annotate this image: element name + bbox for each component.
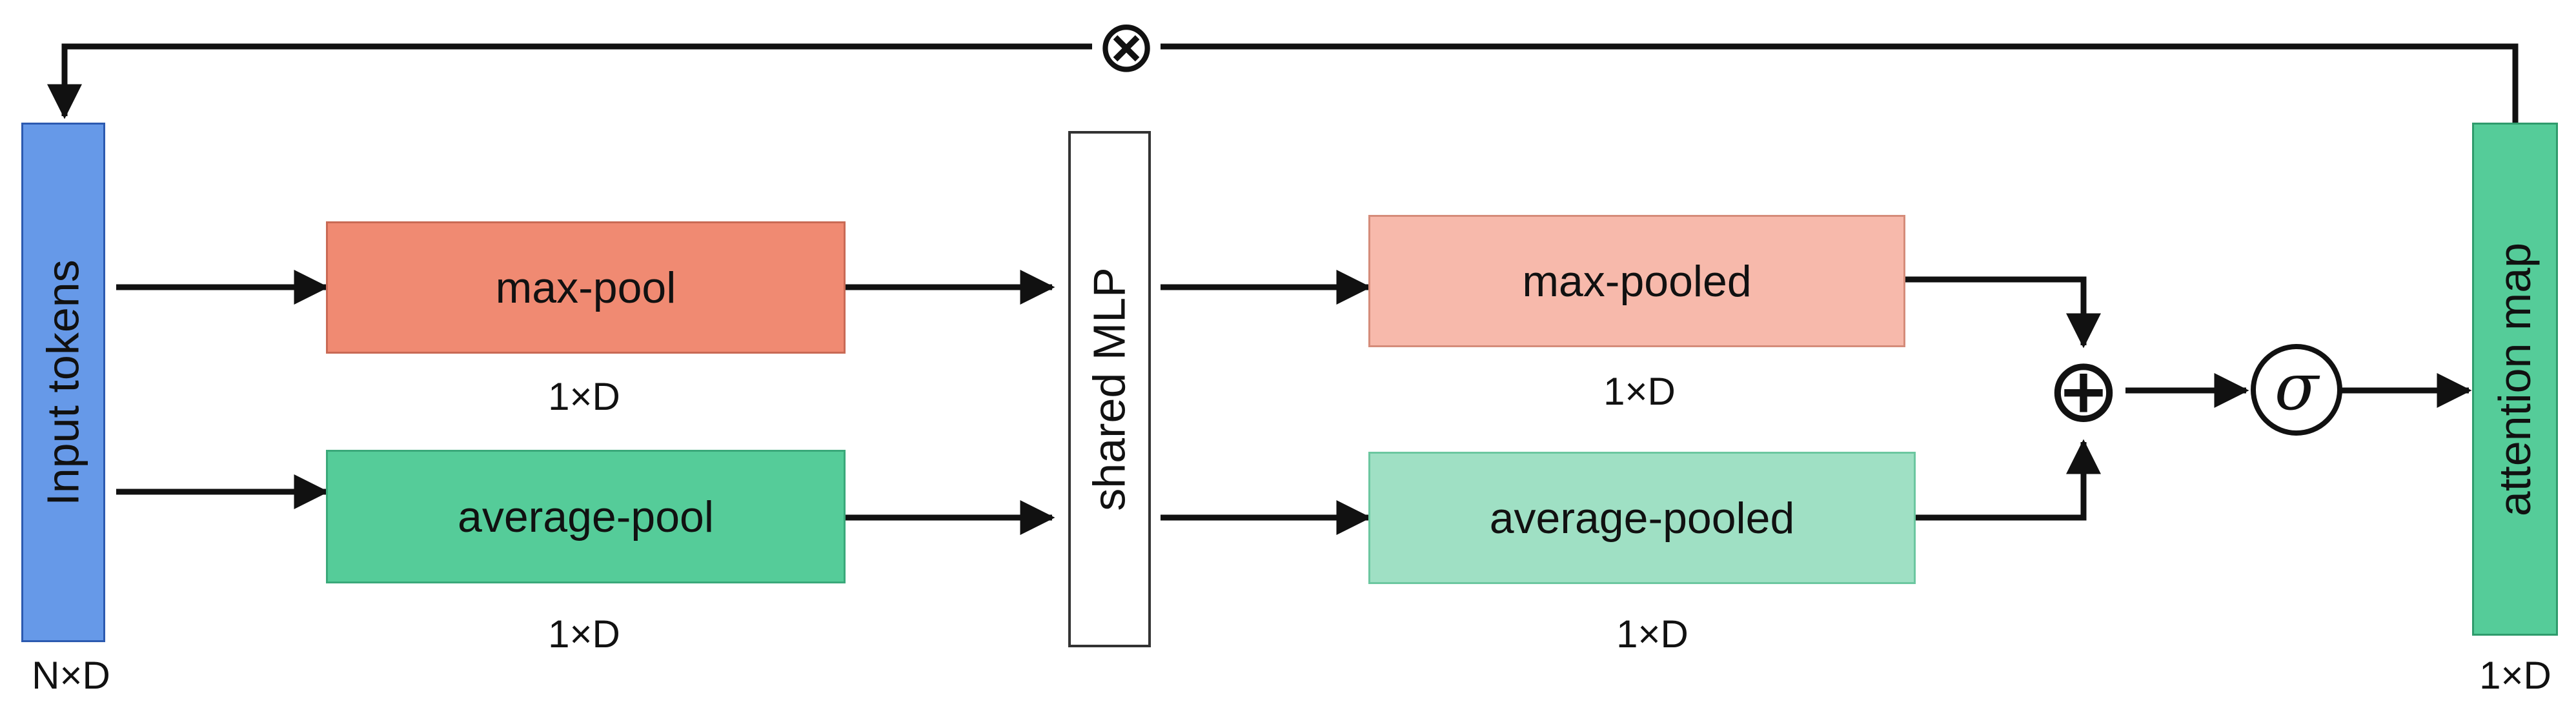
max-pooled-block: max-pooled [1368,215,1905,347]
input-tokens-dim: N×D [32,654,110,697]
max-pool-block: max-pool [326,221,846,354]
input-tokens-block: Input tokens [21,123,105,642]
attention-map-label: attention map [2490,242,2541,516]
max-pool-label: max-pool [495,263,676,312]
average-pooled-dim: 1×D [1616,612,1689,656]
attention-map-block: attention map [2472,123,2558,636]
sigmoid-symbol: σ [2274,349,2319,425]
shared-mlp-block: shared MLP [1068,131,1151,647]
max-pool-dim: 1×D [548,375,620,418]
average-pooled-label: average-pooled [1489,493,1795,543]
average-pool-dim: 1×D [548,612,620,656]
average-pool-block: average-pool [326,450,846,583]
max-pooled-label: max-pooled [1522,256,1752,306]
max-pooled-dim: 1×D [1603,370,1676,413]
add-operator: ⊕ [2042,346,2125,435]
feedback-line-right [1161,43,2519,123]
arrow-avgpooled-to-add [1916,439,2101,521]
sigmoid-operator: σ [2251,344,2342,436]
attention-map-dim: 1×D [2479,654,2551,697]
average-pooled-block: average-pooled [1368,452,1916,584]
shared-mlp-label: shared MLP [1084,267,1135,511]
average-pool-label: average-pool [458,492,714,541]
arrow-maxpooled-to-add [1905,276,2101,348]
input-tokens-label: Input tokens [38,259,89,506]
multiply-operator: ⊗ [1094,10,1159,83]
feedback-line-left [47,43,1092,119]
